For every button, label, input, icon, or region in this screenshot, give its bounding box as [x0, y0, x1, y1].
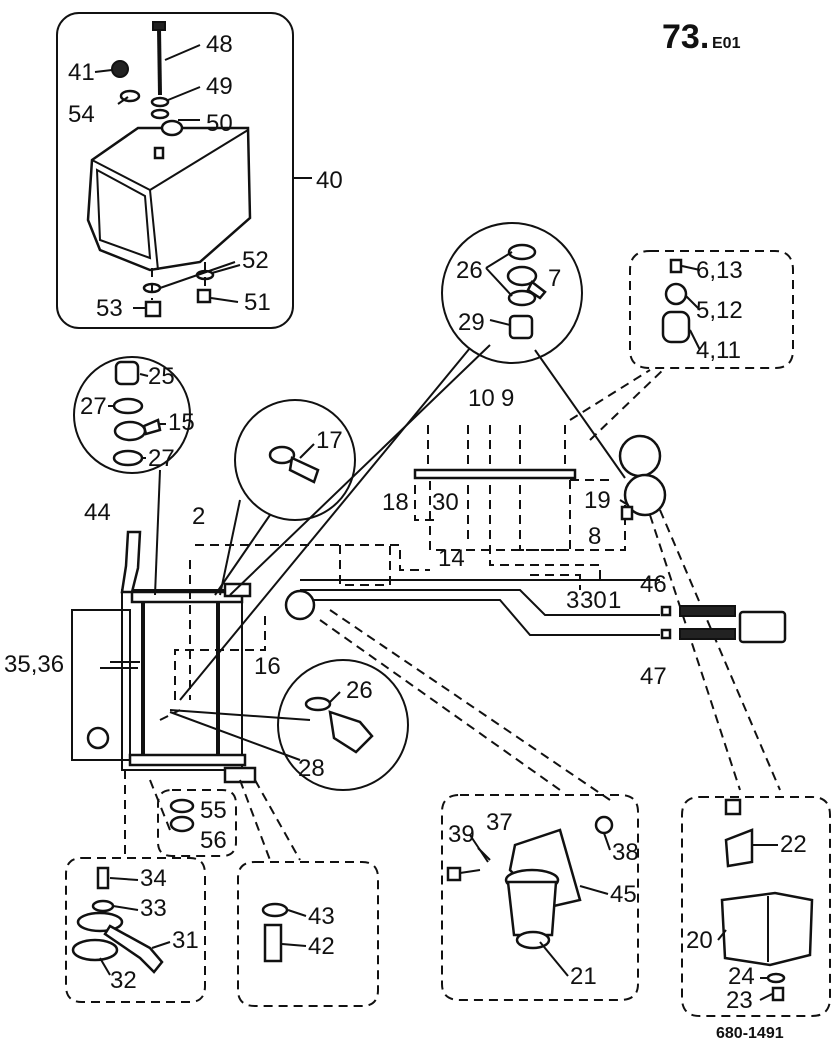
callout-4-11: 4,11 — [696, 337, 741, 364]
callout-8: 8 — [588, 523, 601, 550]
callout-42: 42 — [308, 933, 335, 960]
bracket-bar — [413, 468, 577, 480]
page-id-sub: E01 — [712, 35, 741, 52]
callout-23: 23 — [726, 987, 753, 1014]
callout-51: 51 — [244, 289, 271, 316]
callout-52: 52 — [242, 247, 269, 274]
fuel-lines — [124, 367, 781, 861]
washers-box — [157, 789, 237, 857]
callout-7: 7 — [548, 265, 561, 292]
callout-55: 55 — [200, 797, 227, 824]
callout-30-lower: 30 — [580, 587, 607, 614]
callout-31: 31 — [172, 927, 199, 954]
callout-47: 47 — [640, 663, 667, 690]
pump-connector-detail-circle — [277, 589, 409, 791]
callout-41: 41 — [68, 59, 95, 86]
callout-28: 28 — [298, 755, 325, 782]
callout-3: 3 — [566, 587, 579, 614]
callout-56: 56 — [200, 827, 227, 854]
callout-26-top: 26 — [456, 257, 483, 284]
callout-18: 18 — [382, 489, 409, 516]
callout-49: 49 — [206, 73, 233, 100]
callout-40: 40 — [316, 167, 343, 194]
callout-5-12: 5,12 — [696, 297, 743, 324]
callout-50: 50 — [206, 110, 233, 137]
fitting-detail-box — [629, 250, 794, 369]
filter-heads — [618, 434, 667, 521]
callout-27-lower: 27 — [148, 445, 175, 472]
callout-45: 45 — [610, 881, 637, 908]
callout-14: 14 — [438, 545, 465, 572]
callout-44: 44 — [84, 499, 111, 526]
callout-10: 10 — [468, 385, 495, 412]
callout-33: 33 — [140, 895, 167, 922]
fuel-tank-frame — [56, 12, 294, 329]
fuel-tank-body — [86, 126, 252, 272]
callout-25: 25 — [148, 363, 175, 390]
callout-29: 29 — [458, 309, 485, 336]
callout-22: 22 — [780, 831, 807, 858]
callout-32: 32 — [110, 967, 137, 994]
callout-53: 53 — [96, 295, 123, 322]
callout-26-pump: 26 — [346, 677, 373, 704]
callout-46: 46 — [640, 571, 667, 598]
callout-27-upper: 27 — [80, 393, 107, 420]
callout-6-13: 6,13 — [696, 257, 743, 284]
callout-30-bar: 30 — [432, 489, 459, 516]
callout-24: 24 — [728, 963, 755, 990]
callout-17: 17 — [316, 427, 343, 454]
callout-38: 38 — [612, 839, 639, 866]
feed-pump-box — [441, 794, 639, 1001]
leaders-upper — [154, 344, 626, 761]
callout-19: 19 — [584, 487, 611, 514]
drawing-number: 680-1491 — [716, 1025, 784, 1042]
callout-39: 39 — [448, 821, 475, 848]
callout-labels: 48 41 49 54 50 40 52 53 51 26 7 29 6,13 … — [4, 31, 807, 1014]
callout-54: 54 — [68, 101, 95, 128]
callout-48: 48 — [206, 31, 233, 58]
callout-leaders — [94, 69, 778, 1001]
page-id-main: 73. — [662, 18, 709, 56]
banjo-17-detail-circle — [234, 399, 356, 521]
callout-21: 21 — [570, 963, 597, 990]
callout-43: 43 — [308, 903, 335, 930]
callout-20: 20 — [686, 927, 713, 954]
main-tank-assembly — [71, 530, 257, 784]
connector-detail-circle — [441, 222, 583, 364]
callout-2: 2 — [192, 503, 205, 530]
fuel-filter-box — [681, 796, 831, 1017]
callout-16: 16 — [254, 653, 281, 680]
fuel-tank-group — [56, 12, 312, 329]
callout-15: 15 — [168, 409, 195, 436]
callout-9: 9 — [501, 385, 514, 412]
callout-35-36: 35,36 — [4, 651, 64, 678]
callout-37: 37 — [486, 809, 513, 836]
sender-box — [65, 857, 206, 1003]
bolt-box — [237, 861, 379, 1007]
callout-34: 34 — [140, 865, 167, 892]
callout-1: 1 — [608, 587, 621, 614]
hoses — [660, 605, 787, 644]
